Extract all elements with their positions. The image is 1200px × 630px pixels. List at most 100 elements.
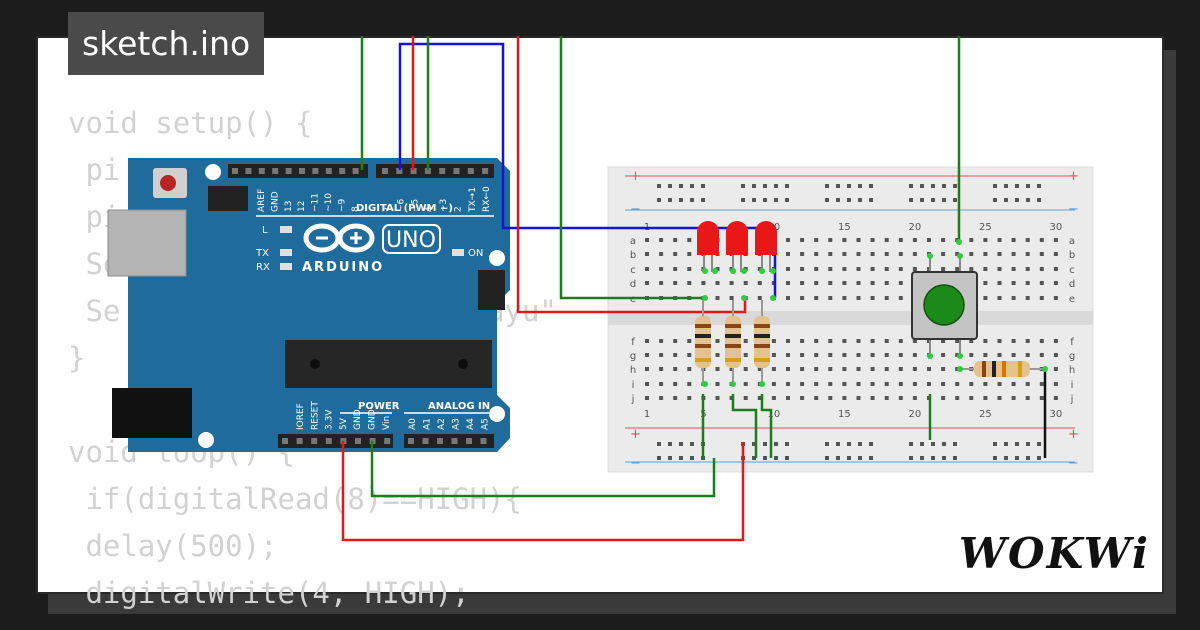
pin-label: ~11 [311, 193, 321, 212]
pin-label: ~5 [411, 199, 421, 212]
rail-minus-label: − [630, 202, 641, 217]
pin-label: A2 [437, 418, 447, 430]
led-l-label: L [262, 225, 268, 236]
pin-label: RX←0 [482, 186, 492, 212]
rail-minus-label: − [1068, 456, 1079, 471]
rail-plus-label: + [630, 427, 641, 442]
led-tx-label: TX [255, 248, 269, 259]
pin-label: ~10 [324, 193, 334, 212]
column-label: 20 [909, 222, 922, 233]
pin-label: AREF [257, 189, 267, 212]
resistor-1[interactable] [695, 300, 711, 385]
row-label: i [1071, 380, 1074, 391]
column-label: 30 [1050, 409, 1063, 420]
code-line: digitalWrite(4, HIGH); [68, 576, 470, 610]
row-label: j [631, 394, 635, 405]
wires [341, 36, 1047, 542]
pin-label: GND [353, 409, 363, 430]
row-label: j [1070, 394, 1074, 405]
resistor-2[interactable] [725, 300, 741, 385]
code-line: void setup() { [68, 106, 313, 140]
pin-label: GND [270, 191, 280, 212]
row-label: c [630, 265, 636, 276]
icsp-header [478, 270, 505, 310]
rail-minus-label: − [1068, 202, 1079, 217]
pin-label: TX→1 [468, 187, 478, 213]
push-button[interactable] [911, 256, 978, 356]
pin-label: ~3 [439, 199, 449, 212]
icsp-header [208, 186, 248, 211]
rail-minus-label: − [630, 456, 641, 471]
led-tx [280, 249, 292, 256]
column-label: 30 [1050, 222, 1063, 233]
code-line: } [68, 341, 86, 375]
row-label: b [630, 250, 636, 261]
pin-label: 5V [339, 417, 349, 430]
wire-green-led3 [760, 394, 773, 458]
row-label: f [631, 337, 635, 348]
code-line: if(digitalRead(8)==HIGH){ [68, 482, 522, 516]
arduino-brand: ARDUINO [302, 260, 384, 275]
power-jack [112, 388, 192, 438]
pin-label: RESET [310, 401, 320, 430]
row-label: i [632, 380, 635, 391]
led-rx-label: RX [256, 262, 270, 273]
pin-label: GND [368, 409, 378, 430]
pin-label: A4 [466, 418, 476, 430]
mounting-hole [205, 164, 221, 180]
pin-label: A5 [481, 418, 491, 430]
pin-label: A0 [408, 418, 418, 430]
connection-highlights [702, 239, 1048, 387]
resistor-4[interactable] [960, 361, 1045, 377]
column-label: 15 [838, 222, 851, 233]
column-label: 25 [979, 409, 992, 420]
digital-label: DIGITAL (PWM ~) [356, 203, 453, 214]
digital-header-right [376, 164, 494, 178]
uno-label: UNO [386, 228, 436, 253]
mounting-hole [489, 250, 505, 266]
wokwi-logo[interactable]: WOKWi [958, 529, 1150, 578]
pin-label: 2 [454, 206, 464, 212]
pin-label: 3.3V [325, 409, 335, 430]
led-1[interactable] [697, 221, 719, 272]
reset-button-cap[interactable] [160, 175, 176, 191]
analog-label: ANALOG IN [428, 401, 490, 412]
rail-plus-label: + [1068, 427, 1079, 442]
button-cap[interactable] [923, 284, 965, 326]
mounting-hole [198, 432, 214, 448]
file-tab[interactable]: sketch.ino [68, 12, 265, 75]
pin-label: 12 [297, 201, 307, 212]
row-label: f [1070, 337, 1074, 348]
column-label: 10 [768, 409, 781, 420]
column-label: 20 [909, 409, 922, 420]
analog-header [404, 434, 494, 448]
usb-port [107, 209, 187, 277]
pin-label: ~9 [337, 198, 347, 212]
uno-badge [382, 224, 441, 254]
wire-red-5v [341, 441, 745, 542]
led-on-label: ON [468, 248, 483, 259]
row-label: g [630, 351, 636, 362]
code-editor: void setup() { pi pi Se Se hayu"} void l… [68, 100, 557, 617]
wire-red-led [516, 36, 747, 314]
row-label: e [630, 294, 636, 305]
row-label: c [1069, 265, 1075, 276]
code-line: pi [68, 153, 121, 187]
rail-plus-label: + [1068, 169, 1079, 184]
row-label: g [1069, 351, 1075, 362]
pin-label: ~6 [396, 198, 406, 212]
row-label: h [1069, 365, 1075, 376]
wire-green-led [559, 36, 705, 300]
row-label: a [630, 236, 636, 247]
rail-plus-label: + [630, 169, 641, 184]
wire-green-led2 [731, 394, 758, 458]
power-label: POWER [358, 401, 400, 412]
led-on [452, 249, 464, 256]
pin-label: Vin [382, 416, 392, 430]
resistor-3[interactable] [754, 300, 770, 385]
